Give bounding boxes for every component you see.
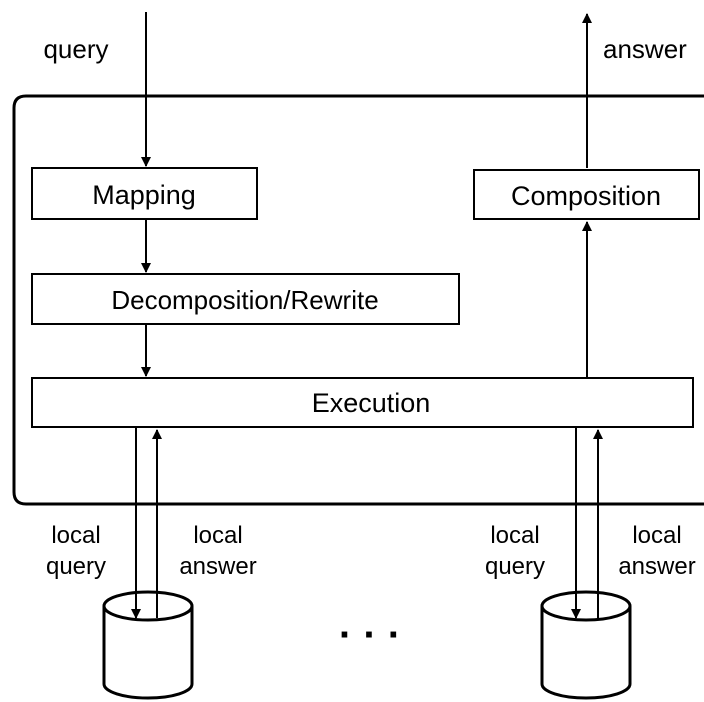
- right-data-source: [540, 590, 632, 700]
- left-local-answer-label-2: answer: [179, 553, 256, 580]
- query-label: query: [43, 34, 108, 64]
- left-local-answer-label-1: local: [193, 522, 242, 549]
- right-cylinder-top: [540, 590, 632, 622]
- decomposition-box: [31, 273, 460, 325]
- mediator-container: [12, 94, 704, 506]
- left-cylinder-body: [102, 606, 194, 700]
- right-local-answer-label-2: answer: [618, 553, 695, 580]
- answer-label: answer: [603, 34, 687, 64]
- more-sources-ellipsis: · · ·: [339, 613, 401, 657]
- right-cylinder-body: [540, 606, 632, 700]
- execution-box: [31, 377, 694, 428]
- left-local-query-label-2: query: [46, 553, 106, 580]
- left-data-source: [102, 590, 194, 700]
- left-local-query-label-1: local: [51, 522, 100, 549]
- execution-label: Execution: [312, 388, 431, 418]
- right-local-query-label-1: local: [490, 522, 539, 549]
- mapping-label: Mapping: [92, 180, 196, 210]
- composition-box: [473, 169, 700, 220]
- left-cylinder-top: [102, 590, 194, 622]
- composition-label: Composition: [511, 181, 661, 211]
- right-local-answer-label-1: local: [632, 522, 681, 549]
- mapping-box: [31, 167, 258, 220]
- decomposition-label: Decomposition/Rewrite: [111, 285, 378, 315]
- right-local-query-label-2: query: [485, 553, 545, 580]
